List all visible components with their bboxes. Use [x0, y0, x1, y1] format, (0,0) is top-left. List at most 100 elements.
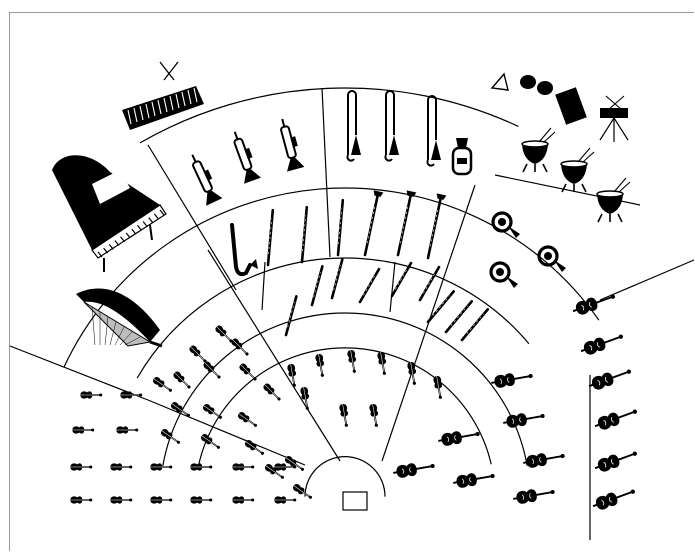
timpani-icon [596, 177, 631, 223]
brass-edge-right [599, 259, 695, 301]
timpani-icon [560, 147, 595, 193]
woodwind-front-arc [136, 257, 530, 379]
trumpet-icon [191, 154, 223, 206]
saxophone-icon [230, 223, 258, 277]
french-horn-icon [489, 261, 518, 288]
violin-icon [189, 345, 207, 363]
podium-arc [304, 456, 386, 497]
clarinet-icon [460, 308, 490, 342]
oboe-icon [358, 267, 381, 304]
harp-icon [76, 288, 163, 348]
violin-icon [80, 391, 103, 399]
clarinet-icon [426, 290, 456, 324]
violin-icon [110, 496, 133, 504]
violin-icon [293, 484, 312, 499]
trombone-icon [384, 90, 399, 162]
cello-icon [438, 431, 480, 446]
double-bass-icon [594, 409, 637, 430]
podium-icon [342, 491, 368, 511]
viola-icon [377, 351, 387, 375]
violin-icon [70, 496, 93, 504]
tuba-icon [451, 138, 473, 176]
violin-icon [190, 496, 213, 504]
brass-arc [139, 87, 519, 144]
violin-icon [116, 426, 139, 434]
violin-icon [110, 463, 133, 471]
violin-icon [72, 426, 95, 434]
cello-icon [453, 473, 495, 488]
double-bass-icon [588, 369, 631, 390]
violin-icon [232, 463, 255, 471]
cello-icon [393, 463, 435, 478]
violin-icon [263, 383, 281, 401]
flute-icon [310, 265, 324, 307]
violin-icon [285, 456, 304, 471]
brass-edge-left [147, 144, 237, 291]
violin-icon [190, 463, 213, 471]
trumpet-icon [233, 131, 261, 184]
viola-icon [433, 375, 443, 399]
violin-icon [201, 434, 220, 449]
violin-icon [120, 391, 143, 399]
violin-icon [150, 496, 173, 504]
cello-icon [513, 489, 555, 504]
instrument-layer [52, 61, 637, 511]
woodwind-divider [389, 261, 396, 313]
violin-icon [239, 363, 257, 381]
violin-icon [215, 325, 233, 343]
clarinet-icon [336, 198, 345, 257]
section-dividers [9, 87, 695, 540]
double-bass-icon [592, 489, 635, 510]
woodwind-divider-left [261, 261, 266, 311]
flute-icon [284, 295, 298, 337]
violin-icon [153, 377, 172, 392]
violin-icon [245, 440, 264, 455]
trumpet-icon [280, 118, 305, 172]
violin-icon [231, 338, 249, 356]
trumpet-trombone-divider [321, 87, 331, 258]
violin-icon [171, 402, 190, 417]
oboe-icon [390, 261, 413, 298]
viola-divider-left [207, 249, 341, 462]
cello-icon [503, 413, 545, 428]
double-bass-icon [594, 451, 637, 472]
double-bass-icon [580, 334, 623, 355]
clarinet-icon [300, 205, 309, 264]
flute-icon [330, 258, 344, 300]
violin-icon [203, 361, 221, 379]
percussion-icon [490, 72, 629, 142]
viola-section-arc [198, 347, 492, 465]
violin-icon [232, 496, 255, 504]
violin-icon [238, 412, 257, 427]
diagram-frame [9, 12, 694, 551]
violin-icon [265, 464, 284, 479]
celesta-icon [122, 61, 204, 130]
violin-divider [147, 399, 306, 466]
clarinet-icon [444, 300, 474, 334]
viola-icon [287, 363, 297, 387]
violin-icon [161, 429, 180, 444]
string-edge-left [9, 345, 149, 401]
bassoon-icon [426, 193, 447, 260]
clarinet-icon [266, 208, 275, 267]
trombone-icon [426, 95, 441, 167]
french-horn-icon [537, 245, 566, 272]
viola-icon [407, 361, 417, 385]
trombone-icon [346, 90, 361, 162]
double-bass-icon [572, 294, 615, 315]
timpani-icon [521, 127, 556, 173]
violin-icon [150, 463, 173, 471]
cello-icon [523, 453, 565, 468]
french-horn-icon [491, 211, 520, 238]
viola-icon [369, 403, 379, 427]
violin-icon [274, 496, 297, 504]
violin-icon [173, 371, 191, 389]
woodwind-back-arc [63, 187, 600, 368]
violin-icon [70, 463, 93, 471]
oboe-icon [418, 265, 441, 302]
viola-icon [347, 349, 357, 373]
string-section-arc [162, 312, 528, 467]
violin-icon [203, 404, 222, 419]
